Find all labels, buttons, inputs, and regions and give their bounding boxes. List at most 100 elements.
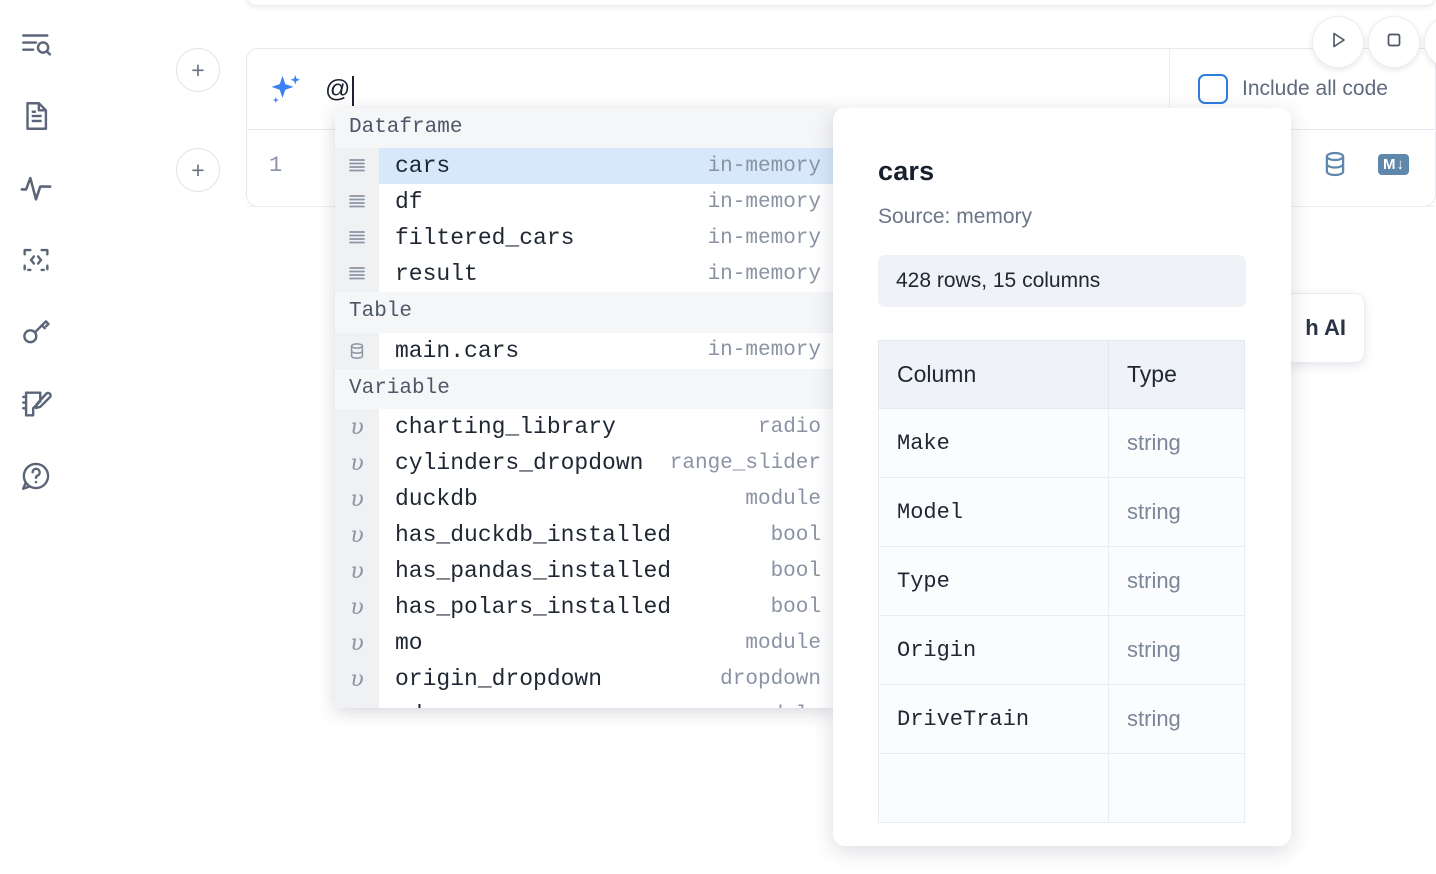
variable-icon: υ (335, 409, 379, 446)
database-icon (335, 332, 379, 369)
variable-icon: υ (335, 697, 379, 708)
schema-column-type: string (1108, 408, 1245, 478)
autocomplete-item-type: in-memory (707, 339, 821, 363)
autocomplete-item-name: result (395, 261, 478, 288)
sidebar-item-scratchpad[interactable] (12, 378, 60, 430)
ai-prompt-input[interactable]: @ (325, 49, 1169, 129)
autocomplete-item-type: module (745, 704, 835, 708)
autocomplete-item-type: dropdown (720, 667, 821, 691)
autocomplete-item-name: has_pandas_installed (395, 558, 672, 585)
add-cell-below-button[interactable]: + (176, 148, 220, 192)
schema-column-type: string (1108, 546, 1245, 616)
sidebar-item-snippets[interactable] (12, 234, 60, 286)
schema-column-header: Column (878, 340, 1109, 409)
list-search-icon (19, 27, 53, 61)
schema-column-type: string (1108, 615, 1245, 685)
variable-icon: υ (335, 553, 379, 590)
autocomplete-item-type: module (745, 487, 821, 511)
sidebar-item-secrets[interactable] (12, 306, 60, 358)
autocomplete-item[interactable]: υ has_pandas_installed bool (335, 553, 835, 590)
autocomplete-item[interactable]: υ has_polars_installed bool (335, 589, 835, 626)
autocomplete-item-type: bool (770, 595, 821, 619)
schema-type-header: Type (1108, 340, 1245, 409)
key-icon (19, 315, 53, 349)
schema-column-name: Make (878, 408, 1109, 478)
autocomplete-item[interactable]: main.cars in-memory (335, 332, 835, 369)
autocomplete-item-name: cylinders_dropdown (395, 450, 644, 477)
schema-column-name: Origin (878, 615, 1109, 685)
variable-icon: υ (335, 481, 379, 518)
previous-cell (246, 0, 1436, 6)
generate-with-ai-label: h AI (1305, 315, 1346, 340)
sidebar-item-variables-activity[interactable] (12, 162, 60, 214)
markdown-letter: M (1383, 155, 1396, 173)
run-cell-button[interactable] (1312, 16, 1364, 68)
autocomplete-item-type: in-memory (707, 226, 821, 250)
autocomplete-item-type: bool (770, 559, 821, 583)
autocomplete-item-type: in-memory (707, 190, 821, 214)
autocomplete-item[interactable]: df in-memory (335, 184, 835, 221)
variable-icon: υ (335, 517, 379, 554)
autocomplete-item[interactable]: υ has_duckdb_installed bool (335, 517, 835, 554)
variable-icon: υ (335, 661, 379, 698)
plus-icon: + (191, 56, 205, 83)
table-rows-icon (335, 256, 379, 293)
sidebar-rail (0, 0, 72, 874)
autocomplete-item[interactable]: result in-memory (335, 256, 835, 293)
table-rows-icon (335, 184, 379, 221)
add-cell-above-button[interactable]: + (176, 48, 220, 92)
autocomplete-item-name: mo (395, 630, 423, 657)
variable-icon: υ (335, 445, 379, 482)
sidebar-item-file-explorer-search[interactable] (12, 18, 60, 70)
autocomplete-item-name: pd (379, 702, 745, 708)
autocomplete-item-type: bool (770, 523, 821, 547)
text-cursor (351, 76, 354, 106)
autocomplete-item-name: df (395, 189, 423, 216)
autocomplete-item[interactable]: υ origin_dropdown dropdown (335, 661, 835, 698)
variable-icon: υ (335, 625, 379, 662)
include-all-code-row: Include all code (1169, 49, 1435, 129)
schema-column-name (878, 753, 1109, 823)
schema-column-type: string (1108, 477, 1245, 547)
schema-column-name: DriveTrain (878, 684, 1109, 754)
markdown-icon[interactable]: M ↓ (1378, 153, 1409, 175)
variable-icon: υ (335, 589, 379, 626)
database-icon[interactable] (1320, 149, 1350, 179)
autocomplete-item-name: has_duckdb_installed (395, 522, 672, 549)
autocomplete-item-name: origin_dropdown (395, 666, 603, 693)
autocomplete-item-name: main.cars (395, 337, 520, 364)
schema-column-name: Model (878, 477, 1109, 547)
autocomplete-group-header: Table (335, 292, 835, 333)
plus-icon: + (191, 156, 205, 183)
autocomplete-group-header: Variable (335, 368, 835, 410)
cell-toolbar: M ↓ (1320, 149, 1409, 179)
activity-pulse-icon (19, 171, 53, 205)
line-number: 1 (269, 153, 283, 178)
autocomplete-item-name: duckdb (395, 486, 478, 513)
schema-column-type: string (1108, 684, 1245, 754)
play-icon (1326, 28, 1350, 57)
autocomplete-item-type: in-memory (707, 262, 821, 286)
autocomplete-group-header: Dataframe (335, 108, 835, 149)
preview-shape-badge: 428 rows, 15 columns (878, 255, 1246, 307)
sidebar-item-help[interactable] (12, 450, 60, 502)
interrupt-button[interactable] (1368, 16, 1420, 68)
autocomplete-item-type: in-memory (707, 154, 821, 178)
autocomplete-item[interactable]: υpdmodule (335, 697, 835, 708)
arrow-down-glyph: ↓ (1396, 155, 1405, 173)
sidebar-item-notebook-outline[interactable] (12, 90, 60, 142)
include-all-code-checkbox[interactable] (1198, 74, 1228, 104)
autocomplete-item-name: has_polars_installed (395, 594, 672, 621)
